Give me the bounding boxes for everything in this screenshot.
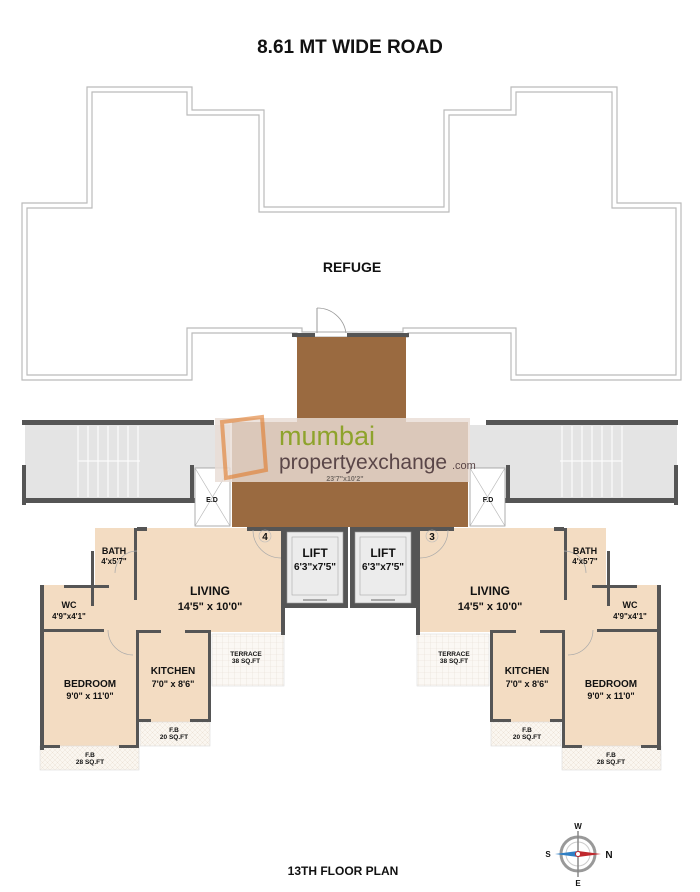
unit-number: 4 bbox=[262, 532, 268, 543]
living-size: 14'5" x 10'0" bbox=[458, 601, 523, 613]
bedroom-size: 9'0" x 11'0" bbox=[587, 691, 634, 701]
wc-label: WC bbox=[623, 600, 638, 610]
compass-icon: W E S N bbox=[545, 822, 612, 888]
lift-left bbox=[282, 527, 348, 608]
fb-kitchen-size: 20 SQ.FT bbox=[513, 734, 541, 741]
watermark-line1: mumbai bbox=[279, 421, 375, 451]
fb-kitchen-label: F.B bbox=[169, 727, 179, 734]
duct-right bbox=[469, 467, 506, 527]
kitchen-label: KITCHEN bbox=[505, 666, 549, 677]
fb-bedroom-size: 28 SQ.FT bbox=[76, 759, 104, 766]
wc-size: 4'9"x4'1" bbox=[52, 612, 86, 621]
bedroom-size: 9'0" x 11'0" bbox=[66, 691, 113, 701]
terrace-size: 38 SQ.FT bbox=[440, 658, 468, 665]
wc-label: WC bbox=[62, 600, 77, 610]
compass-w: W bbox=[574, 822, 582, 831]
bedroom-label: BEDROOM bbox=[585, 679, 637, 690]
lift-right-size: 6'3"x7'5" bbox=[362, 562, 404, 573]
refuge-label: REFUGE bbox=[323, 259, 381, 275]
duct-right-label: F.D bbox=[483, 497, 494, 504]
fb-bedroom-label: F.B bbox=[606, 752, 616, 759]
lift-left-label: LIFT bbox=[302, 546, 328, 560]
fb-bedroom-label: F.B bbox=[85, 752, 95, 759]
fb-bedroom-size: 28 SQ.FT bbox=[597, 759, 625, 766]
terrace-label: TERRACE bbox=[230, 651, 262, 658]
bath-label: BATH bbox=[573, 546, 597, 556]
kitchen-label: KITCHEN bbox=[151, 666, 195, 677]
terrace-label: TERRACE bbox=[438, 651, 470, 658]
watermark-line2: propertyexchange bbox=[279, 451, 447, 474]
bath-label: BATH bbox=[102, 546, 126, 556]
unit-number: 3 bbox=[429, 532, 435, 543]
living-label: LIVING bbox=[190, 584, 230, 598]
fb-kitchen-size: 20 SQ.FT bbox=[160, 734, 188, 741]
watermark-suffix: .com bbox=[452, 460, 476, 472]
lift-right bbox=[350, 527, 416, 608]
refuge-door[interactable] bbox=[316, 307, 347, 334]
compass-s: S bbox=[545, 850, 551, 859]
road-title: 8.61 MT WIDE ROAD bbox=[257, 37, 443, 58]
bath-size: 4'x5'7" bbox=[101, 557, 127, 566]
living-label: LIVING bbox=[470, 584, 510, 598]
unit-3-plan bbox=[405, 499, 680, 771]
bath-size: 4'x5'7" bbox=[572, 557, 598, 566]
fb-kitchen-label: F.B bbox=[522, 727, 532, 734]
lift-right-label: LIFT bbox=[370, 546, 396, 560]
staircase-left bbox=[22, 420, 230, 505]
compass-n: N bbox=[605, 850, 612, 861]
lobby-size: 23'7"x10'2" bbox=[326, 476, 363, 483]
unit-4-plan bbox=[39, 527, 295, 771]
kitchen-size: 7'0" x 8'6" bbox=[506, 679, 549, 689]
living-size: 14'5" x 10'0" bbox=[178, 601, 243, 613]
unit-3-labels: 3 LIVING 14'5" x 10'0" BATH 4'x5'7" WC 4… bbox=[425, 529, 647, 766]
unit-4-labels: 4 LIVING 14'5" x 10'0" BATH 4'x5'7" WC 4… bbox=[52, 529, 272, 766]
wc-size: 4'9"x4'1" bbox=[613, 612, 647, 621]
floor-plan-title: 13TH FLOOR PLAN bbox=[288, 864, 399, 878]
compass-e: E bbox=[575, 879, 581, 888]
terrace-size: 38 SQ.FT bbox=[232, 658, 260, 665]
bedroom-label: BEDROOM bbox=[64, 679, 116, 690]
kitchen-size: 7'0" x 8'6" bbox=[152, 679, 195, 689]
duct-left-label: E.D bbox=[206, 497, 218, 504]
lift-left-size: 6'3"x7'5" bbox=[294, 562, 336, 573]
watermark: mumbai propertyexchange .com 23'7"x10'2" bbox=[215, 414, 476, 483]
